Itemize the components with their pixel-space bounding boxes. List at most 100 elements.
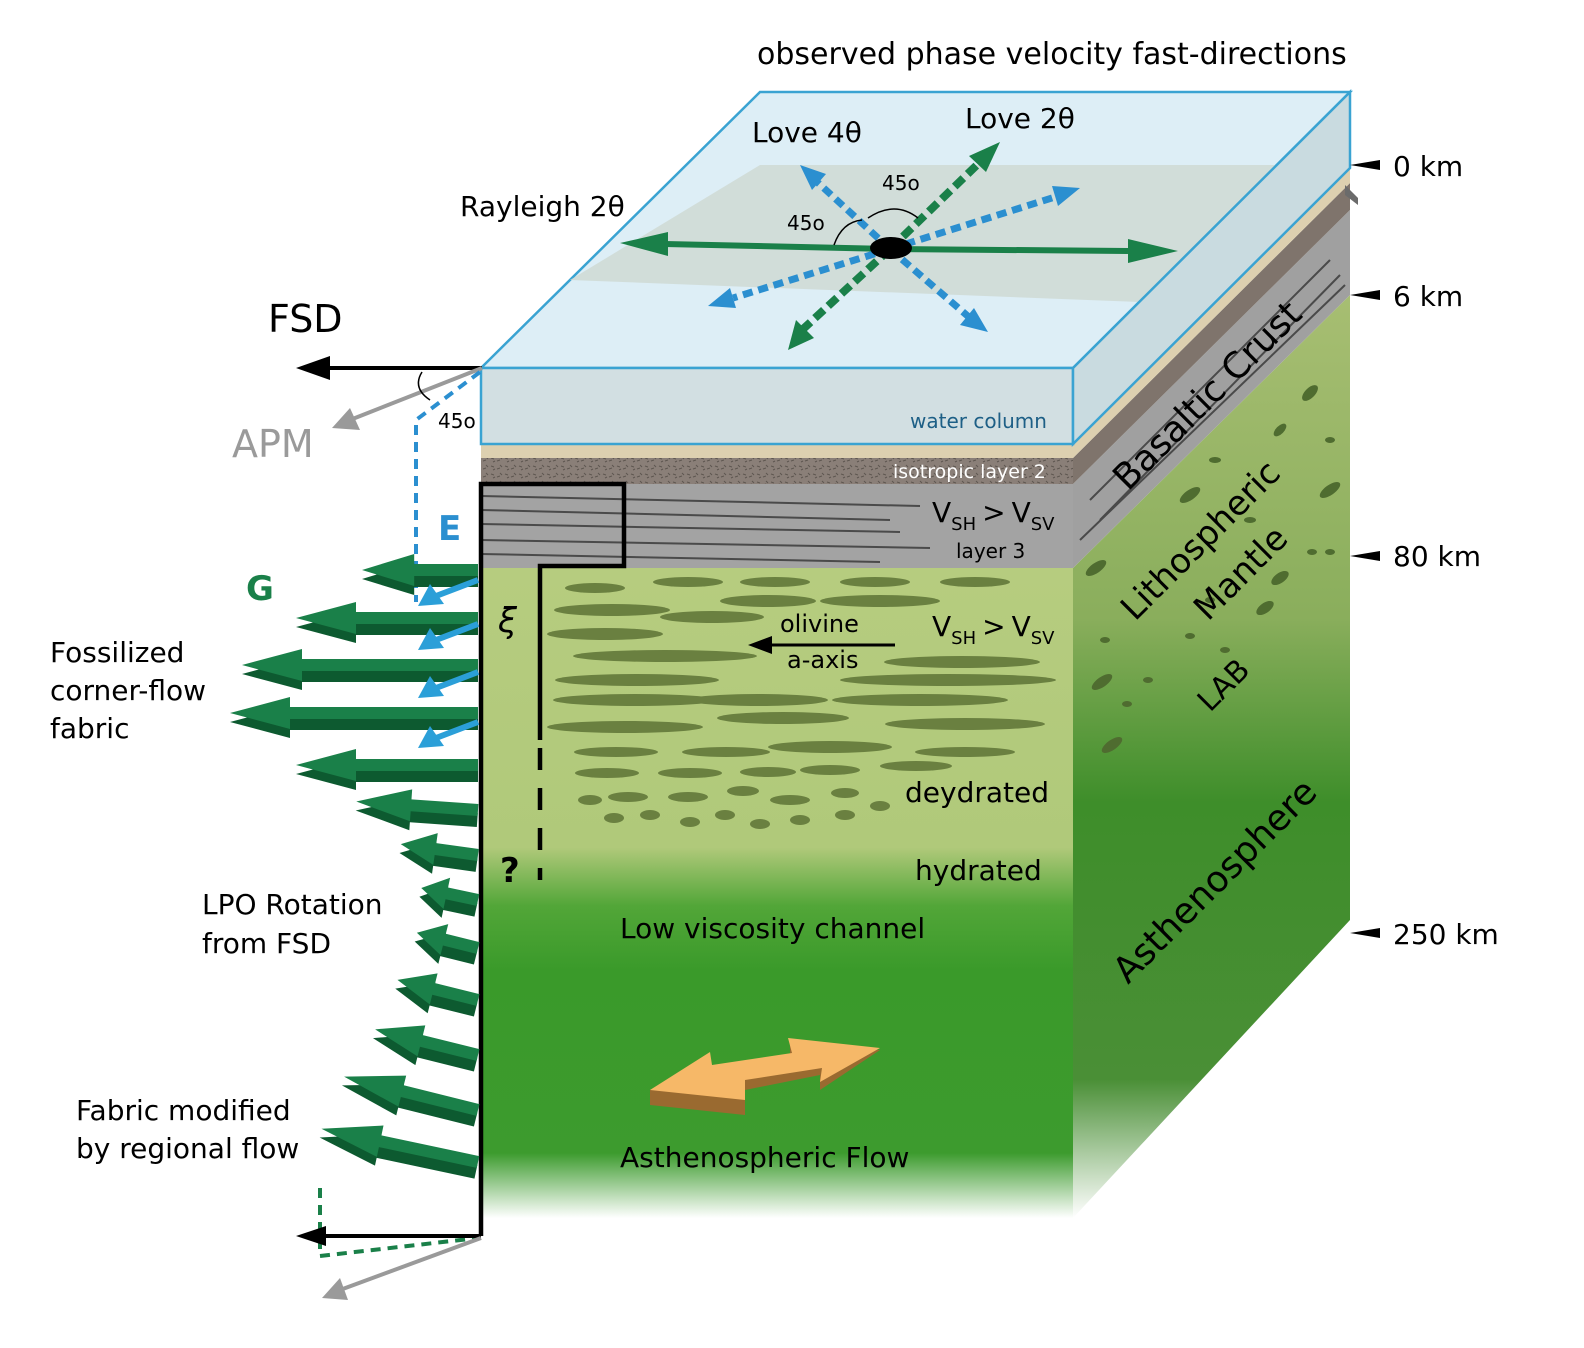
crust-edge-cap xyxy=(1345,185,1358,205)
apm-arrow-bottom xyxy=(339,1236,482,1292)
love4-arrowhead-nw xyxy=(800,165,826,190)
e-arrows xyxy=(418,577,480,748)
block-side-face xyxy=(1073,168,1358,1218)
angle-arc-upper xyxy=(867,208,919,219)
g-arrow xyxy=(319,1125,480,1179)
tick-250km xyxy=(1350,928,1380,938)
olivine-arrowhead xyxy=(748,636,772,654)
question-mark: ? xyxy=(500,851,520,891)
love4-arrowhead-sw xyxy=(708,288,736,308)
sediment-strip xyxy=(481,444,1073,458)
low-viscosity-label: Low viscosity channel xyxy=(620,912,925,945)
water-column-label: water column xyxy=(910,409,1047,433)
g-arrow xyxy=(362,554,478,595)
apm-arrowhead-bottom xyxy=(322,1278,348,1300)
fsd-apm-angle-arc xyxy=(417,371,431,401)
water-front xyxy=(479,366,1075,446)
angle-lower-label: 45o xyxy=(787,211,825,235)
apm-arrowhead-top xyxy=(332,408,360,430)
love2-arrowhead-down xyxy=(788,320,814,350)
love-2theta-label: Love 2θ xyxy=(965,102,1075,135)
e-arrow xyxy=(418,719,480,748)
depth-6km: 6 km xyxy=(1393,280,1463,313)
fsd-apm-top xyxy=(296,356,483,602)
g-dashed-bottom xyxy=(318,1188,479,1259)
g-arrow xyxy=(242,649,478,690)
angle-upper-label: 45o xyxy=(882,171,920,195)
hydrated-label: hydrated xyxy=(915,854,1042,887)
fsd-arrowhead-bottom xyxy=(296,1226,326,1246)
e-dashed-line xyxy=(414,370,482,602)
fossilized-line1: Fossilized xyxy=(50,636,184,669)
lpo-line2: from FSD xyxy=(202,927,331,960)
station-marker xyxy=(870,237,912,259)
layer3-vsh-vsv: VSH>VSV xyxy=(932,496,1055,535)
e-arrow xyxy=(418,577,480,606)
deydrated-label: deydrated xyxy=(905,776,1049,809)
e-arrow xyxy=(418,669,480,698)
isotropic-layer-2-front xyxy=(481,458,1073,484)
diagram-title: observed phase velocity fast-directions xyxy=(757,37,1347,72)
fossilized-line3: fabric xyxy=(50,712,129,745)
lpo-line1: LPO Rotation xyxy=(202,888,383,921)
g-arrow xyxy=(414,924,480,965)
love2-arrowhead-up xyxy=(969,142,1000,172)
rayleigh-arrowhead-left xyxy=(620,232,668,256)
love4-arrowhead-ne xyxy=(1052,186,1080,206)
g-arrow xyxy=(372,1025,480,1072)
water-column-box xyxy=(477,88,1354,448)
g-arrow xyxy=(230,697,478,738)
anisotropy-profile xyxy=(478,481,627,1236)
g-arrow xyxy=(296,749,478,790)
tick-6km xyxy=(1350,290,1380,300)
isotropic-layer-2-side xyxy=(1073,183,1350,484)
isotropic-layer-2-label: isotropic layer 2 xyxy=(893,461,1046,483)
depth-0km: 0 km xyxy=(1393,150,1463,183)
sediment-side xyxy=(1073,168,1350,458)
asthenospheric-flow-arrow xyxy=(650,1038,880,1115)
fabric-line1: Fabric modified xyxy=(76,1094,291,1127)
apm-label: APM xyxy=(232,422,314,466)
depth-ticks xyxy=(1350,160,1380,938)
rayleigh-2theta-label: Rayleigh 2θ xyxy=(460,190,625,223)
xi-profile-line xyxy=(478,481,627,1236)
depth-80km: 80 km xyxy=(1393,540,1481,573)
fsd-apm-angle-label: 45o xyxy=(438,409,476,433)
rayleigh-arrowhead-right xyxy=(1128,239,1178,263)
crust-side xyxy=(1073,210,1350,568)
g-arrow xyxy=(399,833,479,874)
seafloor-plane xyxy=(570,165,1350,302)
g-label: G xyxy=(246,569,274,609)
mantle-side xyxy=(1073,295,1350,1218)
asthenospheric-flow-label: Asthenospheric Flow xyxy=(620,1141,909,1174)
g-arrow xyxy=(341,1075,480,1127)
depth-250km: 250 km xyxy=(1393,918,1499,951)
water-side xyxy=(1071,88,1352,448)
g-arrow xyxy=(419,877,480,918)
fsd-label: FSD xyxy=(268,297,343,341)
g-arrows xyxy=(230,554,480,1179)
apm-arrow-top xyxy=(349,366,483,422)
tick-0km xyxy=(1350,160,1380,170)
tick-80km xyxy=(1350,551,1380,561)
crust-side-stripes xyxy=(1079,259,1346,541)
love-4theta-label: Love 4θ xyxy=(752,116,862,149)
love4-arrowhead-se xyxy=(960,308,988,332)
e-label: E xyxy=(438,509,461,549)
fast-direction-arrows xyxy=(620,142,1178,350)
side-olivine-grains xyxy=(1085,385,1341,754)
layer3-stripes xyxy=(480,495,931,563)
fabric-line2: by regional flow xyxy=(76,1132,299,1165)
layer3-label: layer 3 xyxy=(956,539,1025,563)
g-arrow xyxy=(395,973,480,1017)
fsd-arrowhead-top xyxy=(296,356,330,380)
a-axis-label: a-axis xyxy=(787,646,858,674)
xi-label: ξ xyxy=(497,601,518,641)
fsd-apm-bottom xyxy=(296,1188,482,1300)
olivine-grains xyxy=(547,577,1056,829)
angle-arc-lower xyxy=(833,219,863,246)
olivine-a-axis-arrow xyxy=(748,636,895,654)
olivine-label: olivine xyxy=(780,610,859,638)
mantle-vsh-vsv: VSH>VSV xyxy=(932,610,1055,649)
